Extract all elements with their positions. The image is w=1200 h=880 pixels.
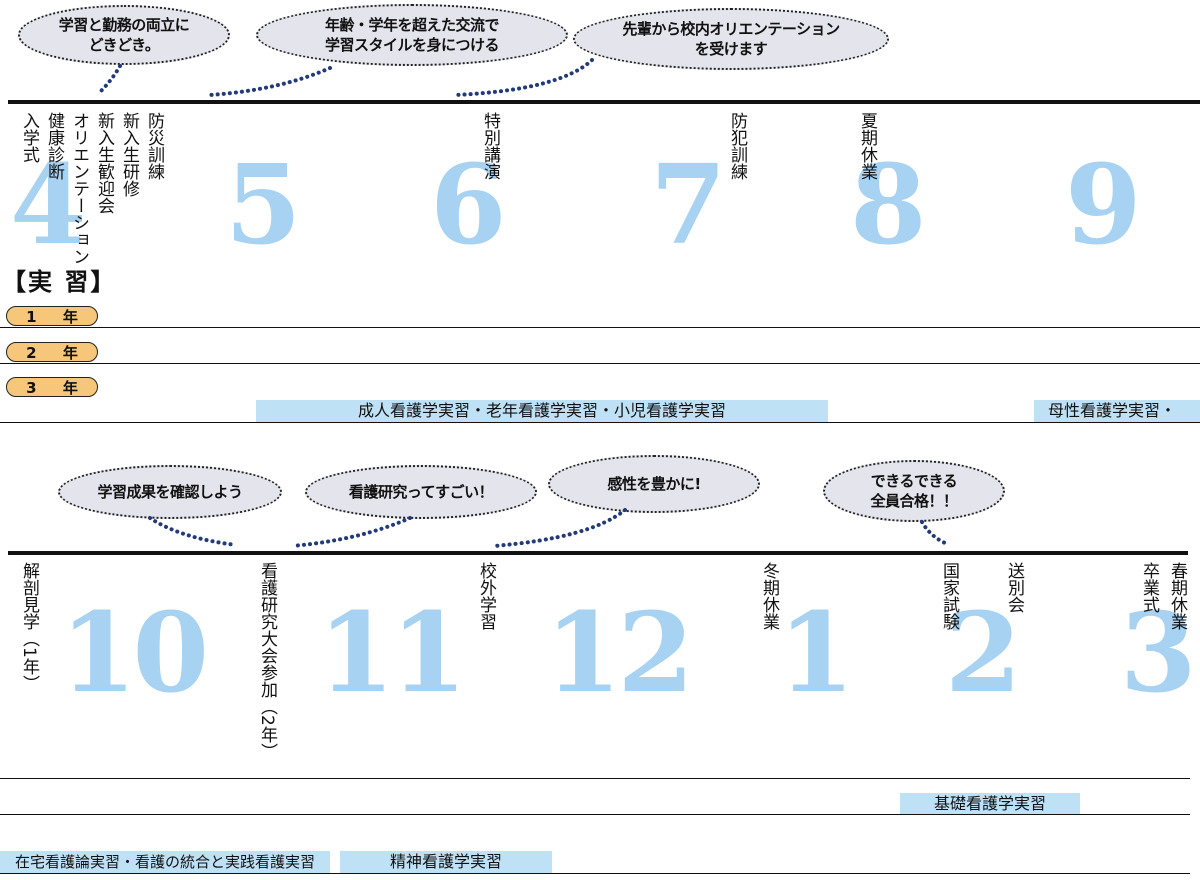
bubble-text: できるできる 全員合格！！ [870,472,958,510]
bubble-tail [98,58,594,97]
bubble-text: 看護研究ってすごい！ [348,483,494,501]
bubble-cross-grade-exchange: 年齢・学年を超えた交流で 学習スタイルを身につける [256,4,568,66]
month-numeral-april: 4 [10,140,87,269]
practicum-bar-adult-elderly-child: 成人看護学実習・老年看護学実習・小児看護学実習 [256,400,828,422]
event-winter-vacation: 冬期休業 [759,562,779,630]
practicum-bar-fundamental-nursing: 基礎看護学実習 [900,793,1080,815]
year-number: 2 [26,344,37,362]
year-badge-3: 3 年 [6,377,98,397]
month-numeral-october: 10 [60,588,209,717]
event-freshman-training: 新入生研修 [119,112,139,197]
month-numeral-february: 2 [945,588,1022,717]
year-badge-2: 2 年 [6,342,98,362]
year-2-row-line [0,363,1200,364]
bubble-confirm-results: 学習成果を確認しよう [58,465,282,519]
timeline-rule [8,551,1188,555]
year-1-row-line [0,778,1190,779]
bubble-rich-sensitivity: 感性を豊かに! [548,455,760,513]
year-3-row-line [0,422,1200,423]
bubble-tail [148,508,947,548]
practicum-bar-home-care-integration: 在宅看護論実習・看護の統合と実践看護実習 [0,851,330,873]
event-anatomy-observation: 解剖見学（1年） [19,562,39,692]
month-numeral-august: 8 [850,140,927,269]
month-numeral-november: 11 [318,588,467,717]
year-unit: 年 [62,344,78,362]
month-numeral-may: 5 [225,140,302,269]
bubble-study-work-balance: 学習と勤務の両立に どきどき。 [18,5,230,65]
year-number: 1 [26,308,37,326]
year-2-row-line [0,814,1190,815]
event-health-checkup: 健康診断 [44,112,64,180]
event-graduation: 卒業式 [1139,562,1159,613]
event-nursing-research-conference: 看護研究大会参加（2年） [257,562,277,760]
bubble-text: 年齢・学年を超えた交流で 学習スタイルを身につける [324,16,500,54]
month-numeral-january: 1 [778,588,855,717]
event-spring-vacation: 春期休業 [1167,562,1187,630]
event-farewell-party: 送別会 [1004,562,1024,613]
practicum-bar-psychiatric-nursing: 精神看護学実習 [340,851,552,873]
year-unit: 年 [62,379,78,397]
practicum-heading: 【実 習】 [2,268,117,296]
bubble-all-pass: できるできる 全員合格！！ [823,460,1005,522]
bubble-text: 学習成果を確認しよう [97,483,243,501]
month-numeral-june: 6 [430,140,507,269]
month-numeral-march: 3 [1120,588,1197,717]
event-orientation: オリエンテーション [69,112,89,265]
bubble-text: 先輩から校内オリエンテーション を受けます [622,20,840,58]
month-numeral-july: 7 [650,140,727,269]
event-summer-vacation: 夏期休業 [857,112,877,180]
event-disaster-drill: 防災訓練 [144,112,164,180]
bubble-text: 感性を豊かに! [607,475,701,493]
event-special-lecture: 特別講演 [480,112,500,180]
year-number: 3 [26,379,37,397]
practicum-bar-maternal: 母性看護学実習・ [1034,400,1200,422]
timeline-rule [8,100,1200,104]
event-crime-prevention-drill: 防犯訓練 [727,112,747,180]
bubble-senior-orientation: 先輩から校内オリエンテーション を受けます [573,8,889,70]
event-field-study: 校外学習 [476,562,496,630]
year-unit: 年 [62,308,78,326]
year-1-row-line [0,327,1200,328]
month-numeral-september: 9 [1065,140,1142,269]
bubble-nursing-research: 看護研究ってすごい！ [305,465,537,519]
event-welcome-party: 新入生歓迎会 [94,112,114,214]
year-badge-1: 1 年 [6,306,98,326]
year-3-row-line [0,873,1190,874]
event-entrance-ceremony: 入学式 [19,112,39,163]
event-national-exam: 国家試験 [939,562,959,630]
month-numeral-december: 12 [545,588,694,717]
bubble-text: 学習と勤務の両立に どきどき。 [58,16,190,54]
